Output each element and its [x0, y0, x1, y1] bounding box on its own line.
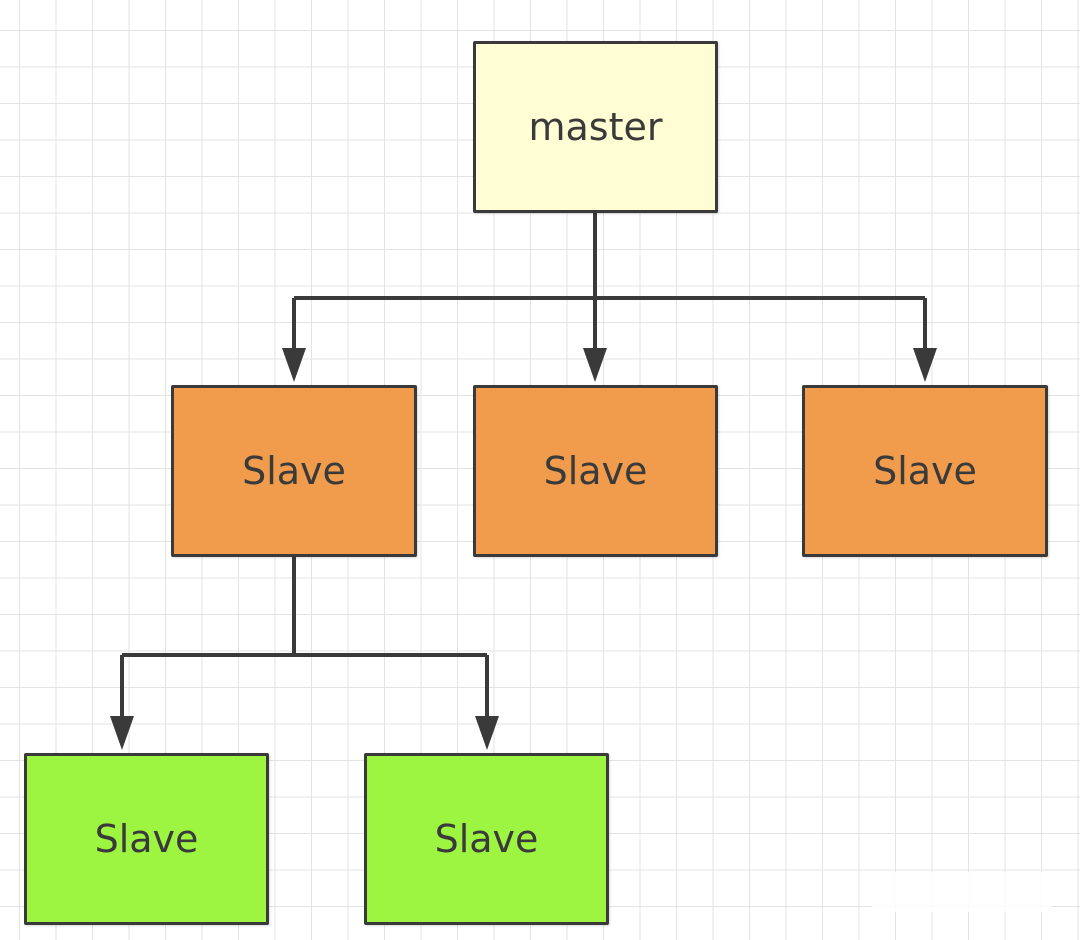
arrowhead-icon: [282, 348, 306, 382]
slave-node-tier1-1: Slave: [171, 385, 417, 557]
arrowhead-icon: [475, 716, 499, 750]
slave-node-tier1-2: Slave: [473, 385, 718, 557]
slave-node-tier2-2: Slave: [364, 753, 609, 925]
arrowhead-icon: [583, 348, 607, 382]
arrowhead-icon: [110, 716, 134, 750]
arrowhead-icon: [913, 348, 937, 382]
slave-node-tier2-1: Slave: [24, 753, 269, 925]
slave-node-tier1-3: Slave: [802, 385, 1048, 557]
watermark-patch: [872, 872, 1052, 912]
master-node: master: [473, 41, 718, 213]
